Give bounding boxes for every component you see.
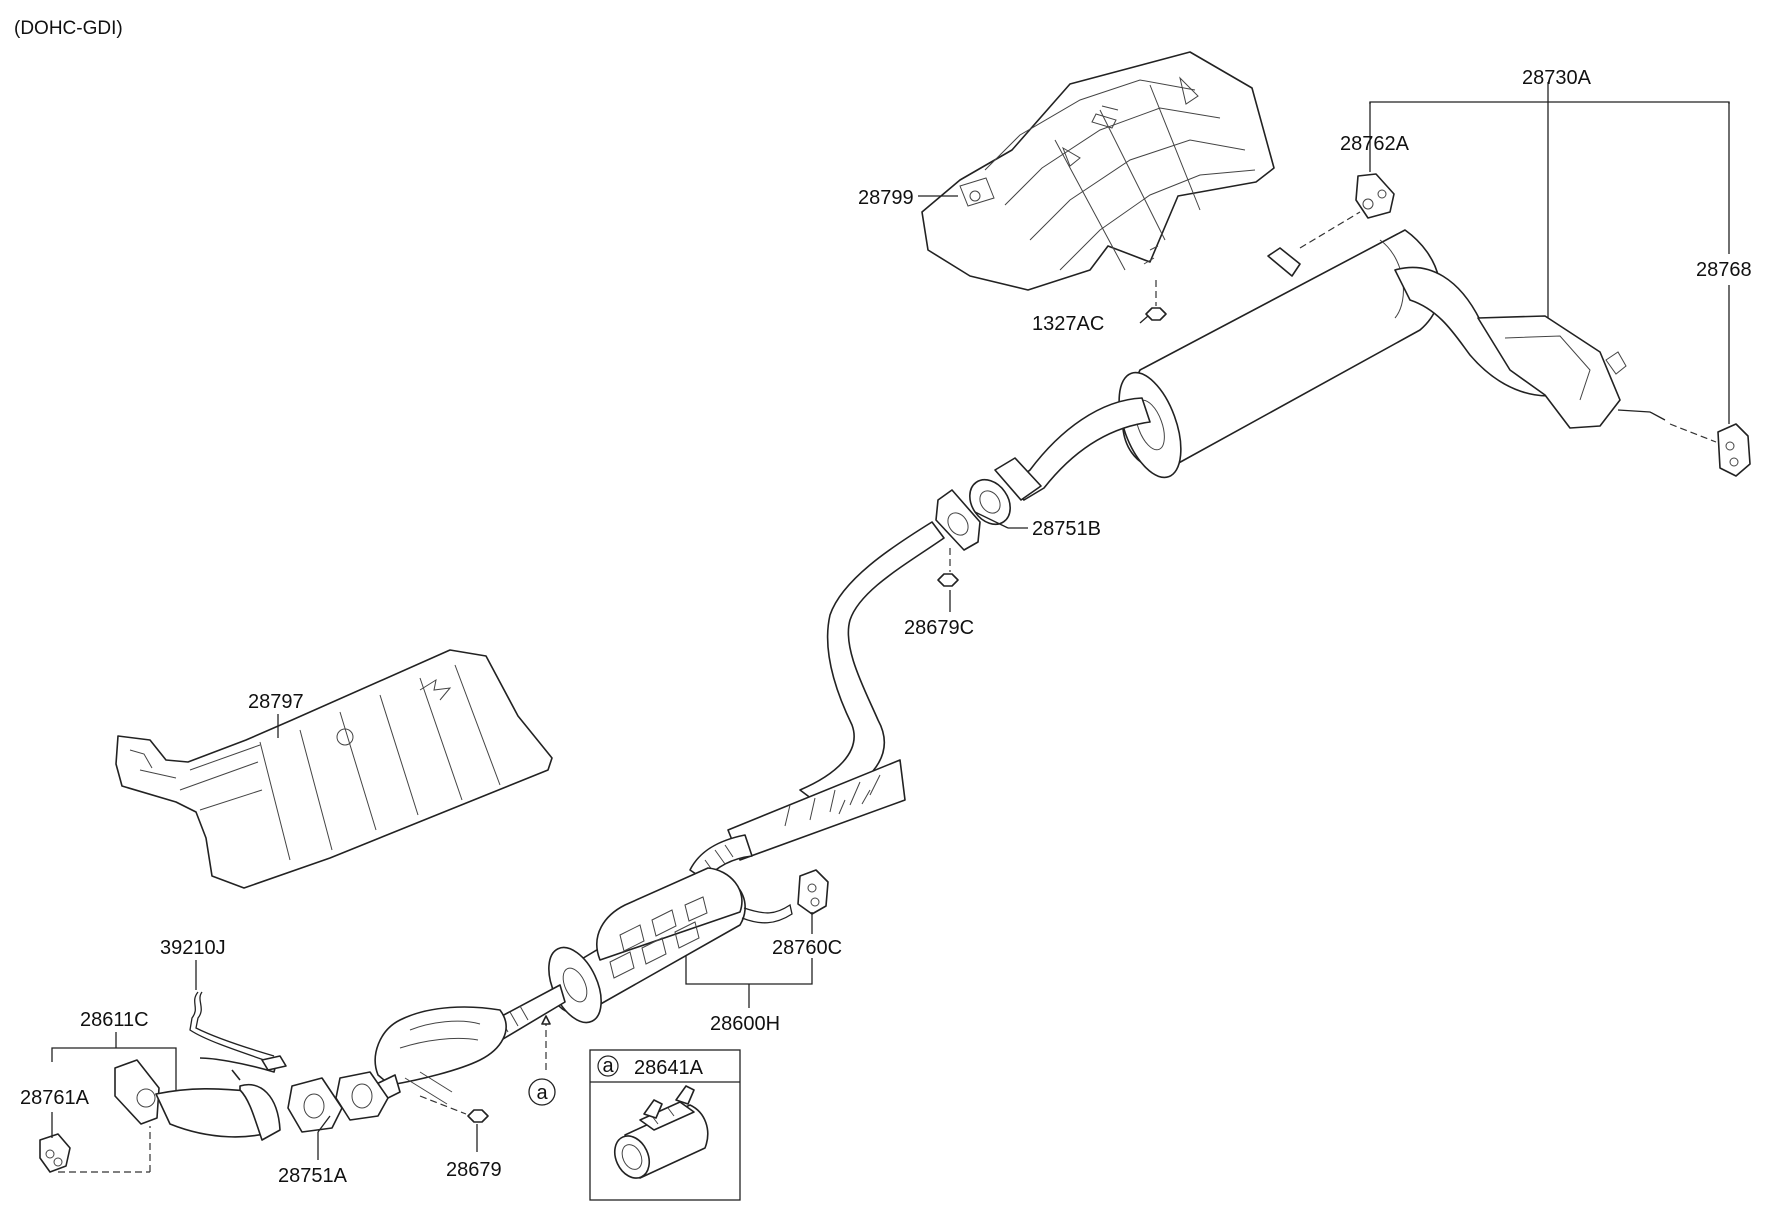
part-label-28799: 28799: [858, 187, 914, 209]
part-label-1327AC: 1327AC: [1032, 313, 1104, 335]
part-label-28679: 28679: [446, 1159, 502, 1181]
oxygen-sensor-39210J: [189, 991, 287, 1071]
part-label-28761A: 28761A: [20, 1087, 90, 1109]
nut-1327AC-icon: [1145, 280, 1167, 321]
rubber-hanger-28761A-icon: [39, 1133, 71, 1173]
part-label-28730A: 28730A: [1522, 67, 1592, 89]
rear-muffler: [994, 211, 1666, 501]
part-label-28768: 28768: [1696, 259, 1752, 281]
rubber-hanger-28760C-icon: [797, 869, 829, 915]
engine-variant-label: (DOHC-GDI): [14, 18, 123, 39]
inset-part-number: 28641A: [634, 1057, 704, 1079]
part-label-39210J: 39210J: [160, 937, 226, 959]
center-muffler: [548, 867, 793, 1024]
part-label-28760C: 28760C: [772, 937, 842, 959]
rubber-hanger-28762A-icon: [1355, 173, 1395, 219]
callout-a-text: a: [536, 1082, 548, 1104]
part-label-28611C: 28611C: [80, 1009, 149, 1031]
part-label-28600H: 28600H: [710, 1013, 780, 1035]
front-heat-shield: [115, 649, 553, 889]
part-label-28762A: 28762A: [1340, 133, 1410, 155]
nut-28679C-icon: [937, 548, 959, 587]
rubber-hanger-28768-icon: [1669, 423, 1751, 477]
front-pipe-28611C: [114, 1057, 281, 1141]
rear-heat-shield: [921, 51, 1275, 291]
center-pipe: [689, 521, 945, 881]
part-labels: 28730A 28762A 28768 28799 1327AC 28751B …: [20, 67, 1752, 1187]
inset-marker: a: [602, 1055, 614, 1077]
gasket-28751A: [287, 1077, 343, 1133]
part-label-28679C: 28679C: [904, 617, 974, 639]
part-label-28751A: 28751A: [278, 1165, 348, 1187]
inset-clamp-28641A: a 28641A: [589, 1049, 741, 1201]
nut-28679-icon: [419, 1095, 489, 1123]
flange-28751A: [335, 1071, 389, 1121]
callout-a-marker: a: [528, 1078, 556, 1106]
leader-lines: [51, 82, 1730, 1173]
front-flange-28751B: [935, 489, 981, 551]
part-label-28751B: 28751B: [1032, 518, 1101, 540]
clamp-sleeve-icon: [613, 1085, 709, 1179]
part-label-28797: 28797: [248, 691, 304, 713]
